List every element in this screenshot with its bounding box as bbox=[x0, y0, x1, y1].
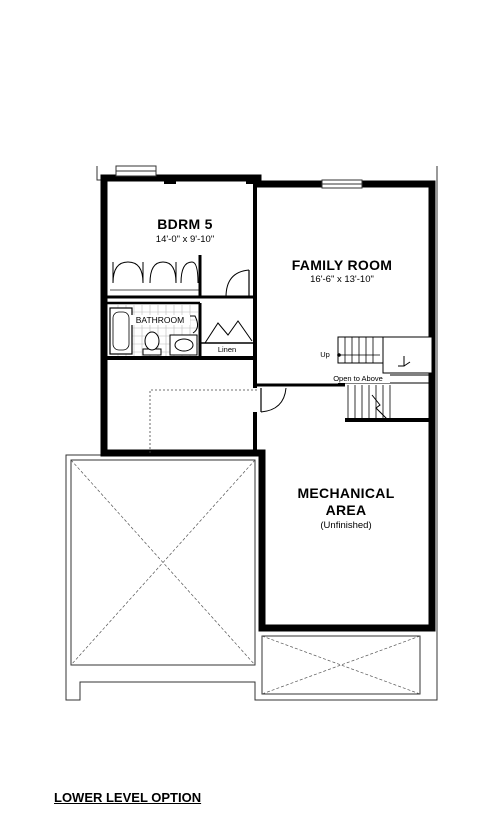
closet-door-arcs bbox=[112, 261, 199, 284]
plan-title: LOWER LEVEL OPTION bbox=[54, 790, 202, 805]
sink-basin bbox=[174, 338, 194, 352]
family-room-name: FAMILY ROOM bbox=[291, 257, 393, 273]
stair-up-label: Up bbox=[320, 350, 330, 359]
toilet-bowl bbox=[144, 331, 160, 351]
mechanical-note: (Unfinished) bbox=[320, 520, 372, 531]
wall-post bbox=[164, 176, 176, 184]
wall-post-2 bbox=[246, 176, 256, 184]
porch-x-2 bbox=[261, 635, 421, 695]
linen-label: Linen bbox=[217, 345, 237, 354]
bathroom-label: BATHROOM bbox=[130, 315, 190, 325]
bedroom-name: BDRM 5 bbox=[157, 216, 213, 232]
mechanical-name-line2: AREA bbox=[325, 502, 367, 518]
bedroom-door-swing bbox=[225, 269, 250, 298]
stair-block bbox=[337, 336, 384, 364]
stair-landing bbox=[382, 336, 433, 374]
open-to-above-label: Open to Above bbox=[326, 374, 390, 383]
linen-door-arcs bbox=[204, 320, 253, 344]
bathroom-door-swing bbox=[176, 315, 199, 334]
mechanical-name-line1: MECHANICAL bbox=[297, 485, 395, 501]
garage-slab bbox=[70, 459, 256, 666]
mechanical-door-swing bbox=[260, 387, 287, 413]
family-room-dims: 16'-6" x 13'-10" bbox=[310, 274, 374, 285]
exterior-wall bbox=[100, 174, 436, 632]
porch-x bbox=[261, 635, 421, 695]
stair-break-line bbox=[371, 394, 389, 421]
outer-foundation-outline bbox=[65, 166, 438, 701]
dashed-overhead bbox=[149, 389, 258, 453]
stair-arrow-dot bbox=[337, 353, 341, 357]
stair-treads bbox=[344, 337, 374, 363]
porch-slab bbox=[261, 635, 421, 695]
garage-x-2 bbox=[70, 459, 256, 666]
lower-stair-treads bbox=[347, 385, 391, 420]
landing-arrow bbox=[398, 356, 411, 367]
bedroom-dims: 14'-0" x 9'-10" bbox=[155, 234, 215, 245]
bathtub-inner bbox=[112, 311, 130, 351]
